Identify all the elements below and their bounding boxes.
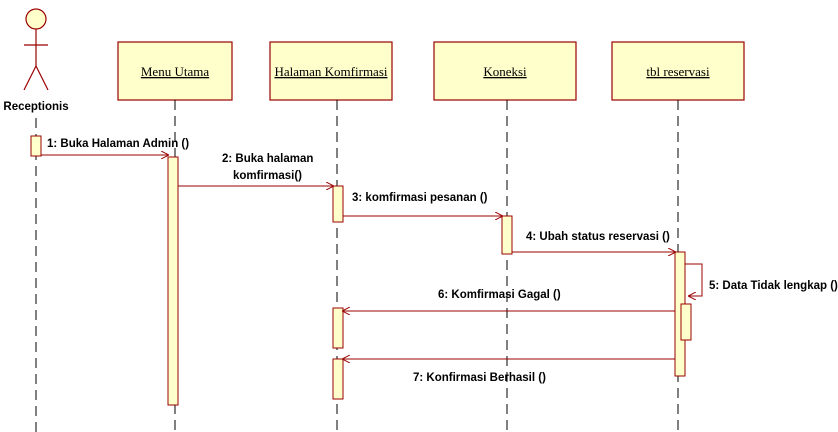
message-2-label-line1: 2: Buka halaman: [222, 153, 313, 165]
activation-koneksi: [501, 215, 513, 255]
message-3-label: 3: komfirmasi pesanan (): [352, 192, 488, 204]
actor-receptionis: Receptionis: [3, 8, 69, 113]
object-koneksi: Koneksi: [433, 41, 577, 101]
actor-leg-right: [35, 65, 49, 91]
message-6-label: 6: Komfirmasi Gagal (): [438, 289, 561, 301]
message-1-label: 1: Buka Halaman Admin (): [47, 138, 189, 150]
activation-receptionis: [30, 135, 42, 157]
activation-tbl-reservasi-self: [680, 303, 692, 341]
object-menu-utama: Menu Utama: [117, 41, 233, 101]
message-1: 1: Buka Halaman Admin (): [41, 138, 189, 155]
message-5-self: 5: Data Tidak lengkap (): [685, 263, 838, 296]
activation-halaman-1: [332, 185, 344, 223]
message-5-label: 5: Data Tidak lengkap (): [709, 280, 838, 292]
message-2-label-line2: komfirmasi(): [233, 170, 302, 182]
object-label-tbl-reservasi: tbl reservasi: [646, 64, 710, 79]
message-2: 2: Buka halaman komfirmasi(): [178, 153, 333, 186]
activation-halaman-3: [332, 358, 344, 400]
actor-head: [25, 8, 47, 30]
message-4: 4: Ubah status reservasi (): [512, 231, 675, 252]
message-4-label: 4: Ubah status reservasi (): [526, 231, 670, 243]
actor-label: Receptionis: [3, 101, 68, 113]
actor-leg-left: [23, 65, 37, 91]
object-label-koneksi: Koneksi: [483, 64, 527, 79]
message-6: 6: Komfirmasi Gagal (): [343, 289, 675, 311]
object-tbl-reservasi: tbl reservasi: [611, 41, 745, 101]
message-7: 7: Konfirmasi Berhasil (): [343, 359, 675, 384]
activation-menu-utama: [167, 156, 179, 406]
object-label-menu-utama: Menu Utama: [141, 64, 209, 79]
object-halaman-komfirmasi: Halaman Komfirmasi: [269, 41, 393, 101]
message-7-label: 7: Konfirmasi Berhasil (): [413, 372, 546, 384]
activation-halaman-2: [332, 307, 344, 349]
message-3: 3: komfirmasi pesanan (): [343, 192, 502, 216]
object-label-halaman-komfirmasi: Halaman Komfirmasi: [275, 64, 388, 79]
